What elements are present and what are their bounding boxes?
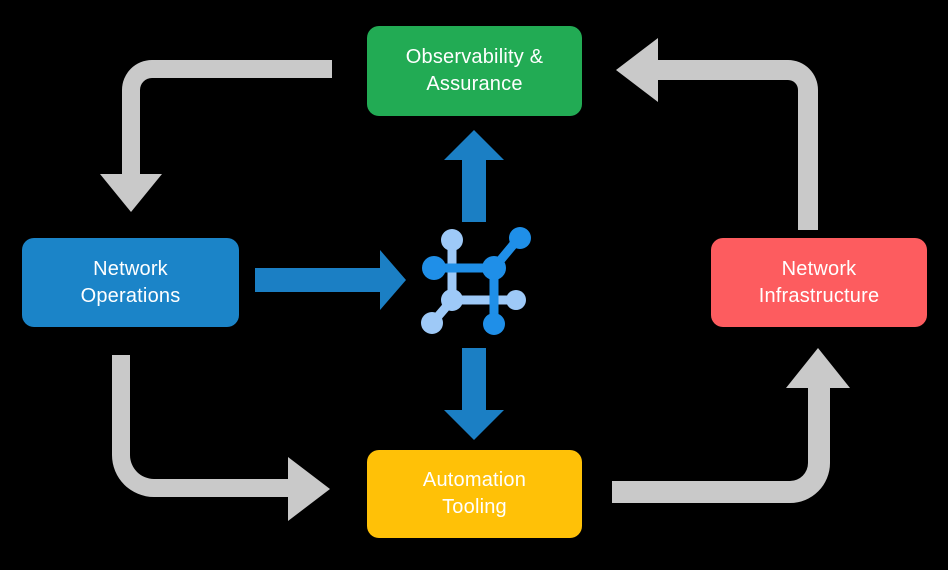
arrow-operations-to-automation bbox=[112, 355, 330, 521]
arrow-center-to-automation bbox=[444, 348, 504, 440]
arrow-automation-to-infrastructure bbox=[612, 348, 850, 503]
network-topology-icon bbox=[421, 227, 531, 335]
node-network-operations[interactable]: Network Operations bbox=[22, 238, 239, 327]
arrow-operations-to-center bbox=[255, 250, 406, 310]
arrow-observability-to-operations bbox=[100, 60, 332, 212]
arrow-infrastructure-to-observability bbox=[616, 38, 818, 230]
arrow-center-to-observability bbox=[444, 130, 504, 222]
node-network-infrastructure[interactable]: Network Infrastructure bbox=[711, 238, 927, 327]
node-automation-tooling[interactable]: Automation Tooling bbox=[367, 450, 582, 538]
node-observability-assurance[interactable]: Observability & Assurance bbox=[367, 26, 582, 116]
